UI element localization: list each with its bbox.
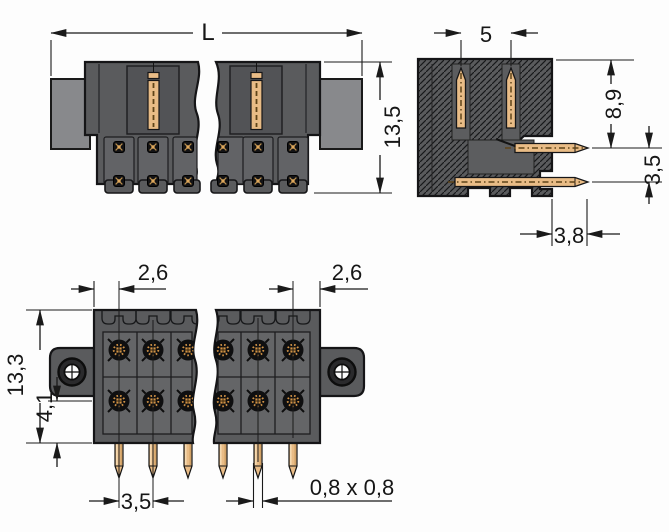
contact bbox=[213, 338, 235, 362]
contact bbox=[213, 389, 235, 413]
dim-label-L: L bbox=[201, 19, 214, 46]
contact-ribs bbox=[103, 136, 309, 185]
side-flange-right bbox=[319, 78, 363, 150]
dim-label-8-9: 8,9 bbox=[601, 89, 626, 120]
dimension-edge-2-6-right: 2,6 bbox=[269, 260, 368, 307]
contact bbox=[286, 174, 300, 188]
dim-label-3-5-side: 3,5 bbox=[640, 155, 665, 186]
contact bbox=[112, 174, 126, 188]
dim-label-5: 5 bbox=[480, 22, 492, 47]
dimension-pitch-5: 5 bbox=[434, 22, 538, 66]
front-view: 2,6 2,6 13,3 4,1 3,5 bbox=[3, 260, 394, 514]
dim-label-2-6-left: 2,6 bbox=[138, 260, 169, 285]
side-view: L 13,5 bbox=[50, 19, 405, 194]
header-pin-strip bbox=[250, 62, 263, 131]
dimension-row-offset-3-5: 3,5 bbox=[592, 126, 665, 204]
mounting-hole bbox=[327, 357, 357, 387]
dim-label-3-5-pitch: 3,5 bbox=[121, 489, 152, 514]
front-left-details bbox=[101, 310, 198, 435]
dimension-pin-section-0-8: 0,8 x 0,8 bbox=[226, 463, 394, 508]
front-right-details bbox=[213, 310, 311, 435]
contact bbox=[112, 140, 126, 154]
section-view: 5 8,9 3,5 3,8 bbox=[416, 22, 665, 248]
dim-label-4-1: 4,1 bbox=[32, 392, 57, 423]
contact bbox=[251, 140, 265, 154]
dim-label-2-6-right: 2,6 bbox=[332, 260, 363, 285]
dimension-tail-3-8: 3,8 bbox=[520, 199, 620, 248]
contact-detail-line bbox=[495, 138, 516, 147]
dimension-length-L: L bbox=[50, 19, 363, 76]
dimension-edge-2-6-left: 2,6 bbox=[71, 260, 168, 307]
dimension-depth-8-9: 8,9 bbox=[556, 59, 662, 149]
shroud-edge-lines bbox=[98, 64, 307, 133]
header-pin-strip bbox=[147, 62, 160, 131]
dim-label-13-3: 13,3 bbox=[3, 354, 28, 397]
contact bbox=[251, 174, 265, 188]
housing-cross-section bbox=[416, 57, 554, 198]
side-flange-left bbox=[50, 78, 91, 150]
contact bbox=[286, 140, 300, 154]
contact bbox=[216, 174, 230, 188]
contact bbox=[181, 140, 195, 154]
vertical-pin bbox=[505, 67, 517, 129]
contact bbox=[181, 174, 195, 188]
mounting-flange-right bbox=[318, 346, 366, 398]
dim-label-3-8: 3,8 bbox=[554, 223, 585, 248]
contact bbox=[146, 140, 160, 154]
contact bbox=[216, 140, 230, 154]
horizontal-pin-upper bbox=[505, 142, 590, 154]
mounting-hole bbox=[57, 357, 87, 387]
vertical-pin bbox=[455, 67, 467, 129]
horizontal-pin-lower bbox=[448, 176, 590, 188]
dim-label-0-8x0-8: 0,8 x 0,8 bbox=[310, 475, 394, 500]
dimension-pitch-3-5: 3,5 bbox=[89, 489, 184, 514]
dimension-height-13-5: 13,5 bbox=[314, 61, 405, 194]
dim-label-13-5: 13,5 bbox=[380, 106, 405, 149]
contact bbox=[146, 174, 160, 188]
dimension-row-offset-4-1: 4,1 bbox=[32, 377, 92, 467]
